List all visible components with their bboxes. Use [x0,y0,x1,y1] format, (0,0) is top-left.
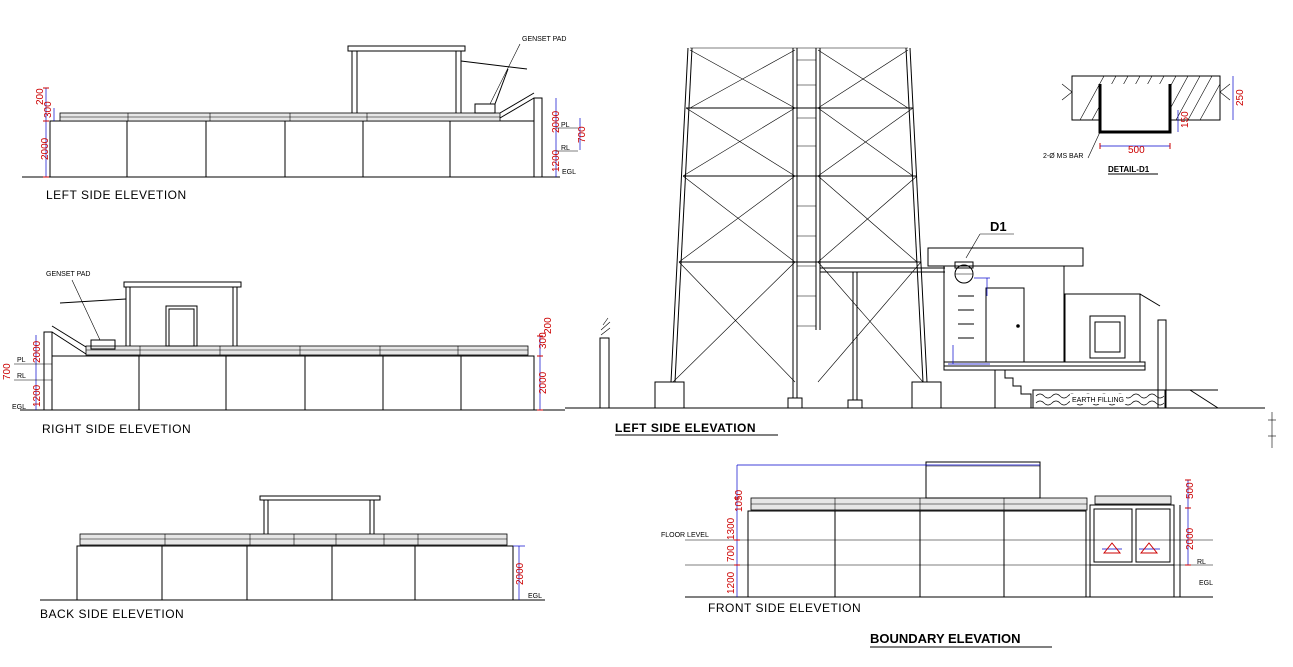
svg-text:300: 300 [538,332,549,349]
genset-pad-label: GENSET PAD [522,36,566,43]
svg-text:200: 200 [543,317,554,334]
left-side-elevation-title: LEFT SIDE ELEVATION [615,421,756,435]
svg-text:200: 200 [35,88,46,105]
svg-text:EGL: EGL [12,404,26,411]
svg-text:500: 500 [1128,145,1145,156]
svg-text:1200: 1200 [551,149,562,172]
svg-text:2000: 2000 [40,137,51,160]
detail-d1-view: 500 150 250 2-Ø MS BAR DETAIL-D1 [1043,75,1246,175]
front-side-elevation-view: 1050 1300 700 1200 FLOOR LEVEL 500 2000 … [661,461,1213,615]
floor-level-label: FLOOR LEVEL [661,532,709,539]
svg-text:EGL: EGL [1199,580,1213,587]
egl-label: EGL [562,169,576,176]
svg-text:EGL: EGL [528,593,542,600]
svg-text:2000: 2000 [515,562,526,585]
svg-text:150: 150 [1180,111,1191,128]
svg-text:1200: 1200 [32,384,43,407]
back-side-elevetion-title: BACK SIDE ELEVETION [40,607,184,621]
svg-text:1050: 1050 [734,489,745,512]
svg-text:500: 500 [1185,482,1196,499]
ms-bar-label: 2-Ø MS BAR [1043,153,1083,160]
svg-text:1300: 1300 [726,517,737,540]
earth-filling-label: EARTH FILLING [1072,397,1124,404]
rl-label: RL [561,145,570,152]
svg-text:250: 250 [1235,89,1246,106]
d1-marker: D1 [990,219,1007,234]
svg-text:300: 300 [43,101,54,118]
svg-text:2000: 2000 [32,340,43,363]
svg-text:700: 700 [577,126,588,143]
svg-text:RL: RL [1197,559,1206,566]
genset-pad-label-right: GENSET PAD [46,271,90,278]
detail-d1-title: DETAIL-D1 [1108,165,1150,174]
svg-text:2000: 2000 [1185,527,1196,550]
right-side-elevetion-title: RIGHT SIDE ELEVETION [42,422,191,436]
left-side-elevetion-title: LEFT SIDE ELEVETION [46,188,187,202]
svg-text:2000: 2000 [551,110,562,133]
boundary-elevation-title: BOUNDARY ELEVATION [870,631,1020,646]
front-side-elevetion-title: FRONT SIDE ELEVETION [708,601,861,615]
svg-text:RL: RL [17,373,26,380]
left-side-elevation-view: GENSET PAD 200 300 2000 2000 700 1200 PL… [22,36,588,202]
right-side-elevation-view: GENSET PAD 2000 700 1200 PL RL EGL 200 3… [2,271,565,436]
tower-elevation-view: EARTH FILLING D1 LEFT SIDE ELEVATION [565,47,1276,448]
svg-text:2000: 2000 [538,371,549,394]
back-side-elevation-view: 2000 EGL BACK SIDE ELEVETION [40,495,545,621]
pl-label: PL [561,122,570,129]
svg-text:1200: 1200 [726,571,737,594]
svg-text:PL: PL [17,357,26,364]
svg-text:700: 700 [726,545,737,562]
svg-text:700: 700 [2,363,13,380]
